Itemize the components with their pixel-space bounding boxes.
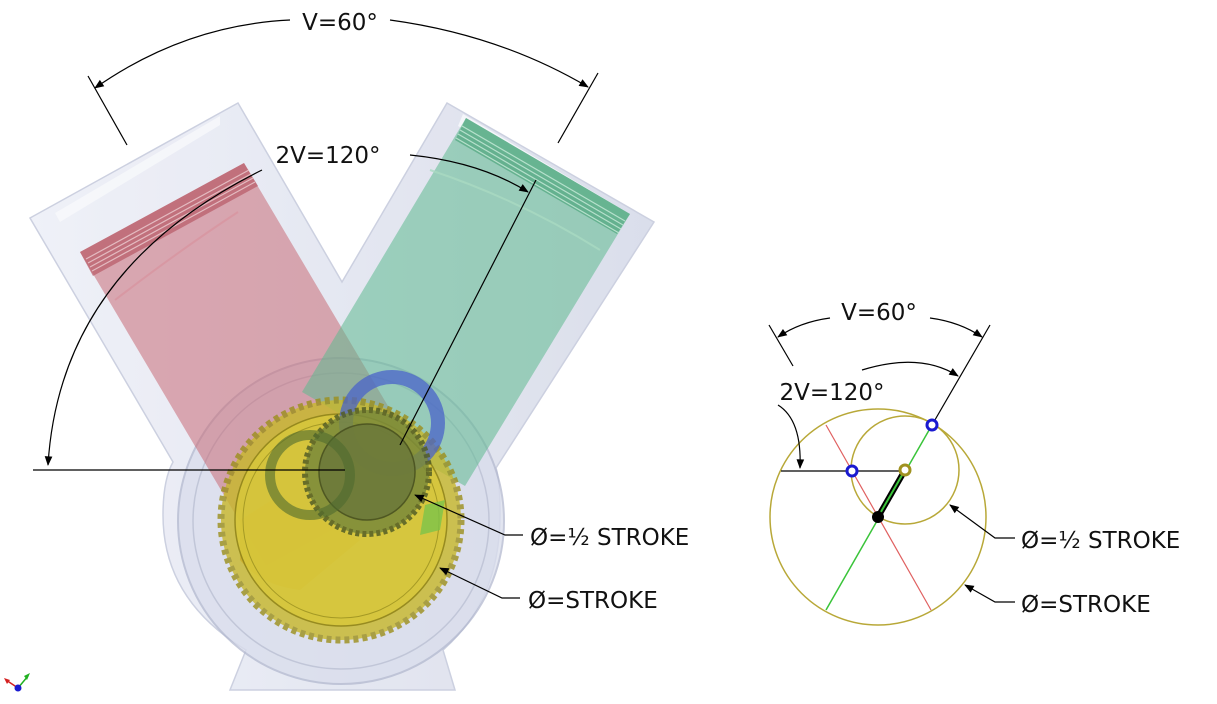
schematic-v-angle-dimension: V=60° <box>777 300 983 338</box>
schematic-stroke-label: Ø=STROKE <box>1021 592 1151 618</box>
v-angle-dimension: V=60° <box>87 10 599 146</box>
stroke-label: Ø=STROKE <box>528 588 658 614</box>
schematic-double-v-angle-dimension: 2V=120° <box>777 361 959 469</box>
stroke-circle <box>769 408 987 626</box>
v-angle-label: V=60° <box>302 10 378 36</box>
blue-pin-left <box>845 464 859 478</box>
schematic-double-v-angle-label: 2V=120° <box>779 380 884 406</box>
double-v-angle-dimension: 2V=120° <box>33 143 537 471</box>
engine-schematic-view: V=60° 2V=120° Ø=½ STROKE Ø=STROKE <box>768 300 1180 626</box>
schematic-stroke-callout: Ø=STROKE <box>964 584 1151 618</box>
engine-3d-view: V=60° 2V=120° Ø=½ STROKE Ø=STROKE <box>28 10 689 691</box>
half-stroke-label: Ø=½ STROKE <box>530 525 689 551</box>
schematic-half-stroke-label: Ø=½ STROKE <box>1021 528 1180 554</box>
olive-pin <box>898 463 912 477</box>
schematic-v-angle-label: V=60° <box>841 300 917 326</box>
xyz-axis-triad-icon <box>4 673 30 692</box>
double-v-angle-label: 2V=120° <box>275 143 380 169</box>
blue-pin-top <box>925 418 939 432</box>
stroke-callout: Ø=STROKE <box>439 567 658 614</box>
half-stroke-callout: Ø=½ STROKE <box>414 494 689 551</box>
right-piston <box>302 118 630 486</box>
crank-center <box>872 511 884 523</box>
schematic-half-stroke-callout: Ø=½ STROKE <box>949 504 1180 554</box>
planet-gear <box>265 407 432 537</box>
